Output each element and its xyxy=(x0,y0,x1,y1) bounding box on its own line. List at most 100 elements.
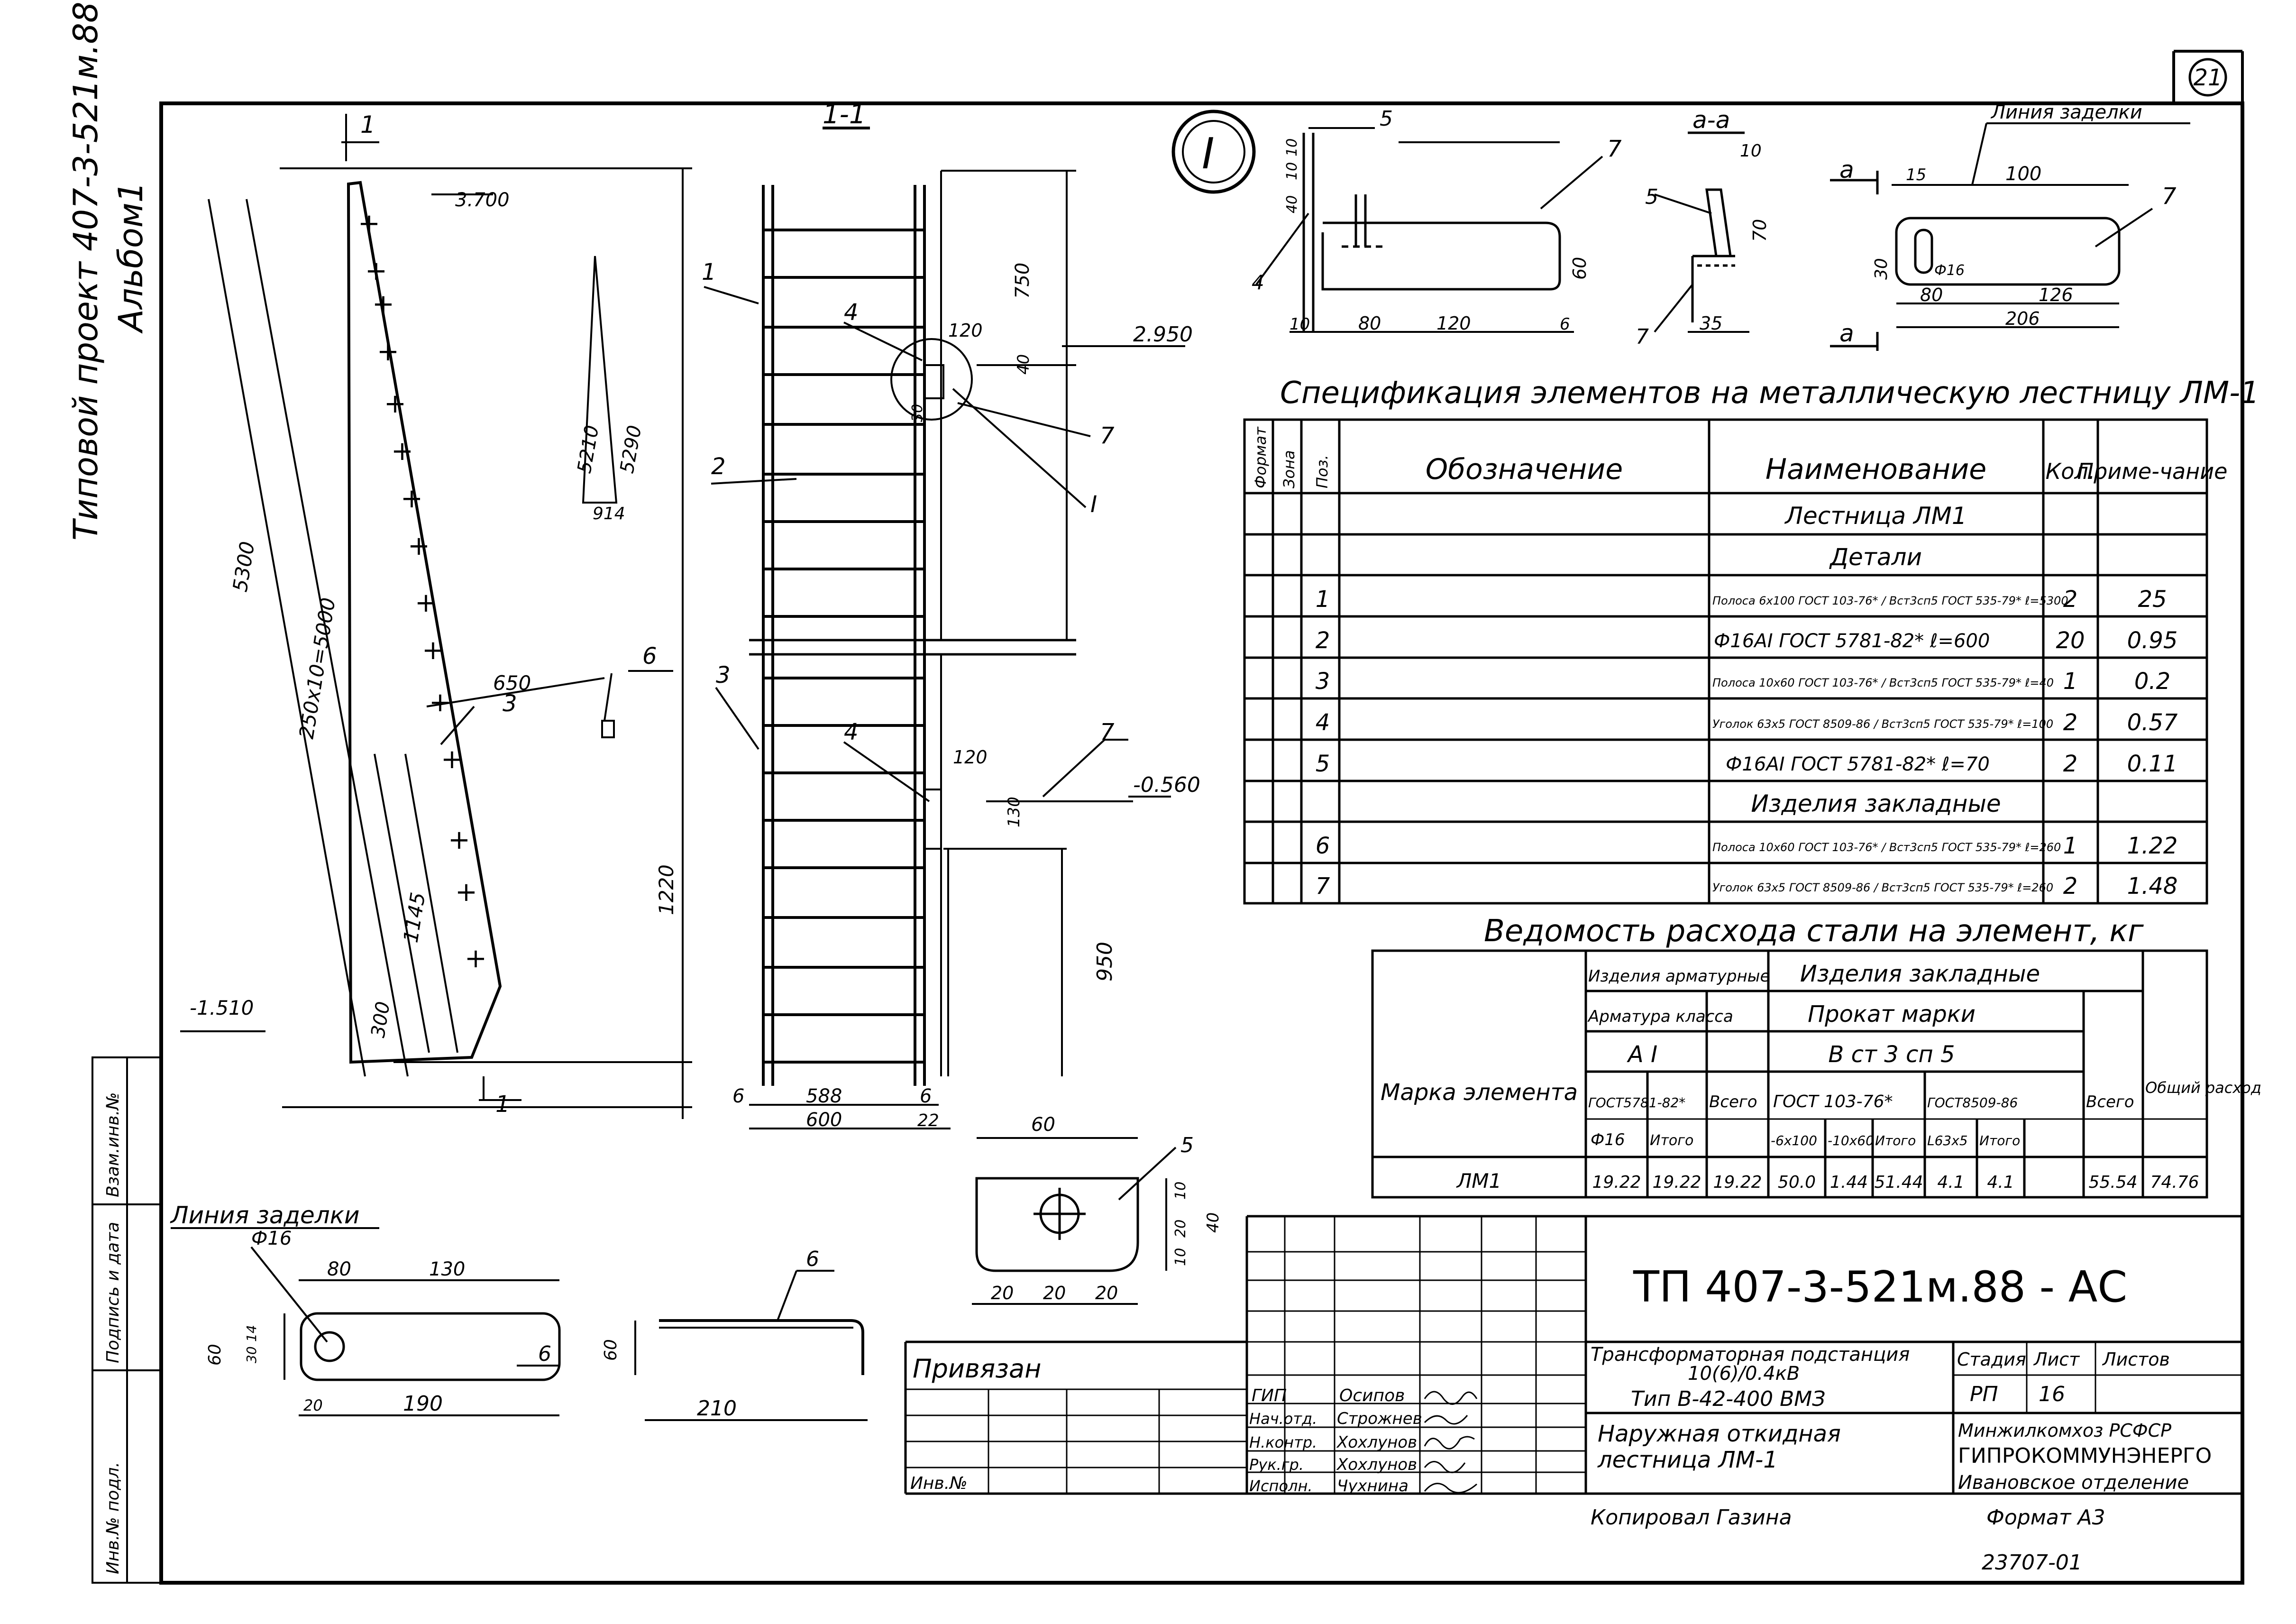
svg-text:5: 5 xyxy=(1180,1133,1194,1157)
svg-text:Полоса 10х60 ГОСТ 103-76* / Вс: Полоса 10х60 ГОСТ 103-76* / Вст3сп5 ГОСТ… xyxy=(1712,676,2054,689)
svg-text:51.44: 51.44 xyxy=(1874,1173,1923,1192)
svg-text:6: 6 xyxy=(642,643,657,670)
svg-text:20: 20 xyxy=(303,1396,323,1414)
svg-text:В ст 3 сп 5: В ст 3 сп 5 xyxy=(1828,1041,1955,1068)
svg-text:4: 4 xyxy=(844,299,859,326)
svg-text:+: + xyxy=(422,635,444,666)
svg-text:15: 15 xyxy=(1906,165,1926,184)
svg-text:6: 6 xyxy=(732,1085,744,1107)
svg-text:+: + xyxy=(391,436,413,467)
svg-text:Формат: Формат xyxy=(1252,426,1270,488)
svg-text:L63х5: L63х5 xyxy=(1927,1133,1968,1148)
svg-text:Исполн.: Исполн. xyxy=(1249,1477,1313,1495)
svg-text:80: 80 xyxy=(1920,284,1943,305)
svg-text:1: 1 xyxy=(2063,668,2078,695)
svg-text:3: 3 xyxy=(503,690,517,717)
svg-text:300: 300 xyxy=(367,1000,394,1039)
svg-text:14: 14 xyxy=(244,1325,259,1342)
svg-text:Общий расход: Общий расход xyxy=(2145,1079,2261,1097)
svg-text:5210: 5210 xyxy=(574,423,604,475)
svg-text:7: 7 xyxy=(1607,136,1622,162)
svg-text:650: 650 xyxy=(493,671,531,695)
svg-text:0.2: 0.2 xyxy=(2134,668,2170,695)
svg-text:+: + xyxy=(465,943,487,974)
svg-text:лестница ЛМ-1: лестница ЛМ-1 xyxy=(1597,1447,1778,1473)
svg-text:Взам.инв.№: Взам.инв.№ xyxy=(103,1092,123,1197)
svg-text:Изделия арматурные: Изделия арматурные xyxy=(1588,967,1770,986)
svg-text:ГОСТ5781-82*: ГОСТ5781-82* xyxy=(1588,1095,1685,1110)
svg-text:20: 20 xyxy=(2056,627,2085,654)
svg-text:+: + xyxy=(358,208,380,239)
svg-text:-6х100: -6х100 xyxy=(1771,1133,1817,1148)
svg-text:ГОСТ 103-76*: ГОСТ 103-76* xyxy=(1773,1092,1893,1111)
svg-text:Поз.: Поз. xyxy=(1313,455,1331,488)
svg-text:2: 2 xyxy=(1316,627,1330,654)
svg-text:0.11: 0.11 xyxy=(2127,751,2178,777)
svg-text:Итого: Итого xyxy=(1650,1132,1693,1149)
svg-text:5: 5 xyxy=(1645,185,1658,209)
svg-text:Чухнина: Чухнина xyxy=(1337,1477,1409,1496)
svg-text:а-а: а-а xyxy=(1692,106,1730,134)
svg-text:6: 6 xyxy=(920,1085,932,1107)
svg-text:588: 588 xyxy=(806,1085,842,1107)
svg-text:Прокат марки: Прокат марки xyxy=(1808,1001,1976,1028)
svg-text:а: а xyxy=(1839,320,1854,347)
left-stamp: Инв.№ подл. Подпись и дата Взам.инв.№ xyxy=(91,1056,162,1584)
svg-text:4.1: 4.1 xyxy=(1987,1173,2014,1192)
title-block xyxy=(904,1215,2242,1495)
svg-text:Ф16АI ГОСТ 5781-82* ℓ=70: Ф16АI ГОСТ 5781-82* ℓ=70 xyxy=(1726,753,1990,775)
svg-text:Ф16: Ф16 xyxy=(251,1228,292,1249)
svg-text:210: 210 xyxy=(697,1396,737,1421)
svg-text:10: 10 xyxy=(1290,315,1310,334)
svg-text:130: 130 xyxy=(429,1258,465,1280)
svg-text:Лестница ЛМ1: Лестница ЛМ1 xyxy=(1784,502,1967,530)
svg-text:6: 6 xyxy=(538,1342,551,1366)
svg-text:Зона: Зона xyxy=(1280,450,1298,488)
svg-text:126: 126 xyxy=(2039,284,2073,305)
plate-5 xyxy=(972,1137,1177,1305)
svg-text:6: 6 xyxy=(1316,833,1330,859)
svg-text:7: 7 xyxy=(1100,422,1115,449)
svg-text:20: 20 xyxy=(1043,1283,1066,1303)
page-number-circle xyxy=(2188,58,2227,97)
svg-text:Обозначение: Обозначение xyxy=(1426,453,1623,486)
svg-text:5: 5 xyxy=(1380,107,1393,131)
svg-text:Инв.№: Инв.№ xyxy=(910,1474,968,1493)
svg-text:+: + xyxy=(408,531,430,561)
plate-6 xyxy=(171,1227,561,1416)
svg-text:Лист: Лист xyxy=(2033,1349,2080,1370)
svg-text:3: 3 xyxy=(1316,668,1330,695)
svg-text:60: 60 xyxy=(205,1344,225,1366)
svg-text:ГИП: ГИП xyxy=(1252,1386,1287,1405)
svg-text:20: 20 xyxy=(991,1283,1014,1303)
svg-text:1: 1 xyxy=(360,111,375,138)
svg-text:3.700: 3.700 xyxy=(455,189,510,211)
svg-text:РП: РП xyxy=(1970,1382,1998,1406)
svg-text:120: 120 xyxy=(953,747,988,768)
svg-text:Хохлунов: Хохлунов xyxy=(1336,1433,1417,1452)
svg-text:22: 22 xyxy=(917,1111,939,1130)
svg-text:1220: 1220 xyxy=(655,864,678,915)
svg-text:120: 120 xyxy=(948,320,983,341)
svg-text:30: 30 xyxy=(244,1346,259,1363)
svg-text:1145: 1145 xyxy=(399,890,430,944)
svg-text:2: 2 xyxy=(2063,751,2078,777)
section-a-a xyxy=(1654,131,1749,333)
bolt-marks: +++ +++ +++ +++ +++ xyxy=(358,208,487,974)
svg-text:40: 40 xyxy=(1284,195,1300,213)
svg-text:50.0: 50.0 xyxy=(1778,1173,1816,1192)
svg-text:+: + xyxy=(365,256,387,286)
svg-text:Инв.№ подл.: Инв.№ подл. xyxy=(103,1462,123,1574)
svg-text:1-1: 1-1 xyxy=(823,99,866,130)
section-1-1 xyxy=(704,127,1185,1129)
svg-text:7: 7 xyxy=(1316,873,1330,899)
svg-text:Детали: Детали xyxy=(1829,543,1922,571)
inner-frame xyxy=(159,101,2244,1585)
svg-text:+: + xyxy=(441,744,463,775)
stamp-roles: ГИП Нач.отд. Н.контр. Рук.гр. Исполн. Ос… xyxy=(1249,1386,1422,1496)
svg-text:ГИПРОКОММУНЭНЕРГО: ГИПРОКОММУНЭНЕРГО xyxy=(1958,1444,2212,1468)
svg-text:Уголок 63х5 ГОСТ 8509-86 / Вст: Уголок 63х5 ГОСТ 8509-86 / Вст3сп5 ГОСТ … xyxy=(1712,717,2053,731)
svg-text:Осипов: Осипов xyxy=(1339,1386,1405,1405)
svg-text:Наружная откидная: Наружная откидная xyxy=(1598,1421,1841,1447)
svg-text:16: 16 xyxy=(2039,1382,2065,1406)
